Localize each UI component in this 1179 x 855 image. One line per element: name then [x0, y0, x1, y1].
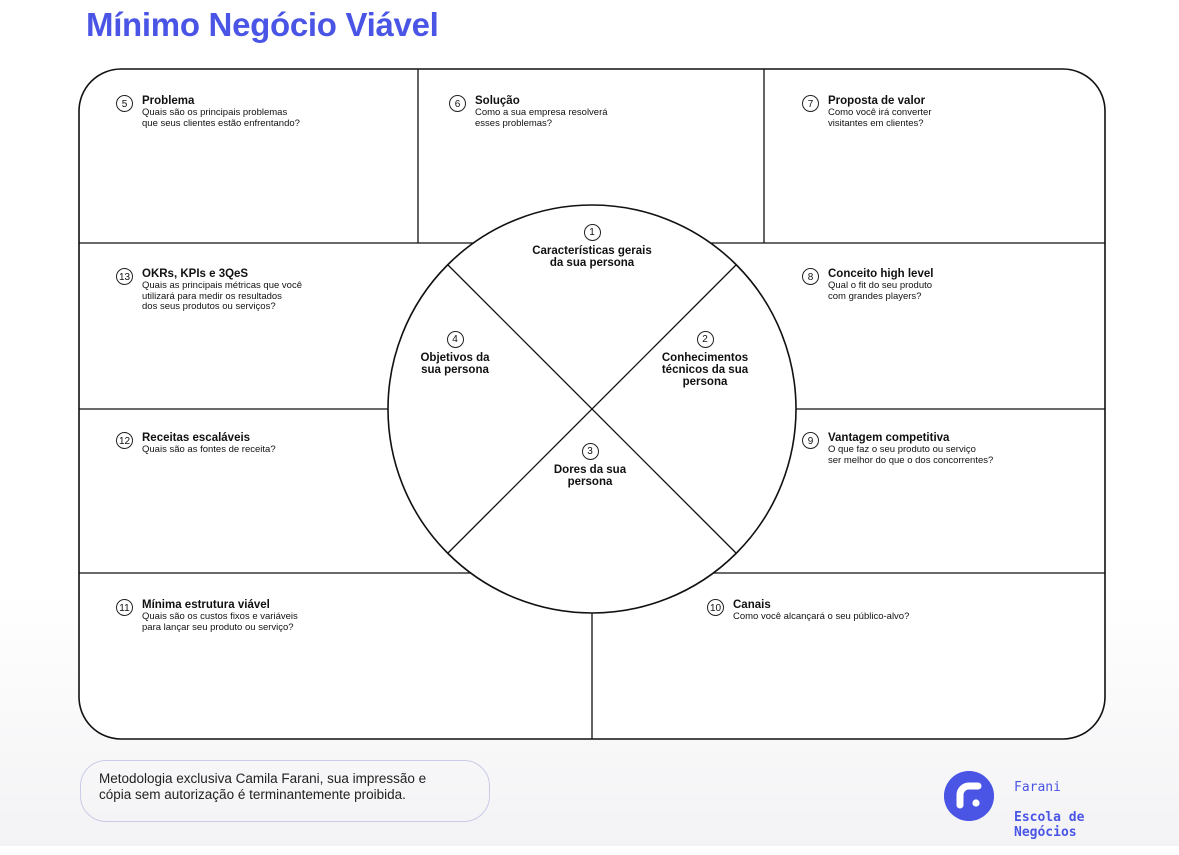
- persona-diagonal-2: [447, 264, 737, 554]
- cell-description: Quais são os custos fixos e variáveis pa…: [142, 611, 298, 633]
- copyright-note: Metodologia exclusiva Camila Farani, sua…: [80, 760, 490, 822]
- persona-conhecimentos: 2 Conhecimentos técnicos da sua persona: [640, 331, 770, 388]
- cell-proposta: 7 Proposta de valor Como você irá conver…: [802, 95, 1062, 129]
- cell-estrutura: 11 Mínima estrutura viável Quais são os …: [116, 599, 376, 633]
- cell-title: Vantagem competitiva: [828, 432, 950, 444]
- step-number: 6: [449, 95, 466, 112]
- step-number: 12: [116, 432, 133, 449]
- cell-title: Canais: [733, 599, 771, 611]
- step-number: 7: [802, 95, 819, 112]
- cell-title: Problema: [142, 95, 195, 107]
- cell-vantagem: 9 Vantagem competitiva O que faz o seu p…: [802, 432, 1062, 466]
- cell-title: Receitas escaláveis: [142, 432, 251, 444]
- cell-description: Como a sua empresa resolverá esses probl…: [475, 107, 608, 129]
- step-number: 9: [802, 432, 819, 449]
- persona-title: Características gerais da sua persona: [532, 245, 652, 269]
- cell-description: Quais são os principais problemas que se…: [142, 107, 300, 129]
- step-number: 3: [581, 443, 599, 460]
- cell-description: Como você irá converter visitantes em cl…: [828, 107, 932, 129]
- cell-canais: 10 Canais Como você alcançará o seu públ…: [707, 599, 967, 623]
- cell-description: Qual o fit do seu produto com grandes pl…: [828, 280, 933, 302]
- persona-objetivos: 4 Objetivos da sua persona: [400, 331, 510, 376]
- cell-title: Mínima estrutura viável: [142, 599, 270, 611]
- cell-title: Solução: [475, 95, 520, 107]
- cell-description: Como você alcançará o seu público-alvo?: [733, 611, 910, 622]
- step-number: 2: [696, 331, 714, 348]
- step-number: 1: [583, 224, 601, 241]
- step-number: 5: [116, 95, 133, 112]
- persona-dores: 3 Dores da sua persona: [530, 443, 650, 488]
- cell-title: Conceito high level: [828, 268, 934, 280]
- brand-wordmark: Farani Escola de Negócios: [1014, 765, 1134, 855]
- brand-line-1: Farani: [1014, 780, 1061, 795]
- page-title: Mínimo Negócio Viável: [86, 6, 439, 43]
- cell-description: O que faz o seu produto ou serviço ser m…: [828, 444, 994, 466]
- cell-receitas: 12 Receitas escaláveis Quais são as font…: [116, 432, 376, 456]
- cell-description: Quais as principais métricas que você ut…: [142, 280, 302, 312]
- step-number: 8: [802, 268, 819, 285]
- cell-title: Proposta de valor: [828, 95, 926, 107]
- cell-okrs: 13 OKRs, KPIs e 3QeS Quais as principais…: [116, 268, 376, 313]
- farani-logo-icon: [944, 771, 994, 821]
- cell-title: OKRs, KPIs e 3QeS: [142, 268, 249, 280]
- brand-line-2: Escola de Negócios: [1014, 810, 1085, 840]
- cell-problema: 5 Problema Quais são os principais probl…: [116, 95, 376, 129]
- step-number: 13: [116, 268, 133, 285]
- persona-caracteristicas: 1 Características gerais da sua persona: [512, 224, 672, 269]
- persona-title: Objetivos da sua persona: [420, 352, 490, 376]
- cell-solucao: 6 Solução Como a sua empresa resolverá e…: [449, 95, 709, 129]
- step-number: 11: [116, 599, 133, 616]
- step-number: 4: [446, 331, 464, 348]
- persona-title: Conhecimentos técnicos da sua persona: [661, 352, 749, 388]
- persona-title: Dores da sua persona: [553, 464, 627, 488]
- cell-conceito: 8 Conceito high level Qual o fit do seu …: [802, 268, 1062, 302]
- step-number: 10: [707, 599, 724, 616]
- cell-description: Quais são as fontes de receita?: [142, 444, 276, 455]
